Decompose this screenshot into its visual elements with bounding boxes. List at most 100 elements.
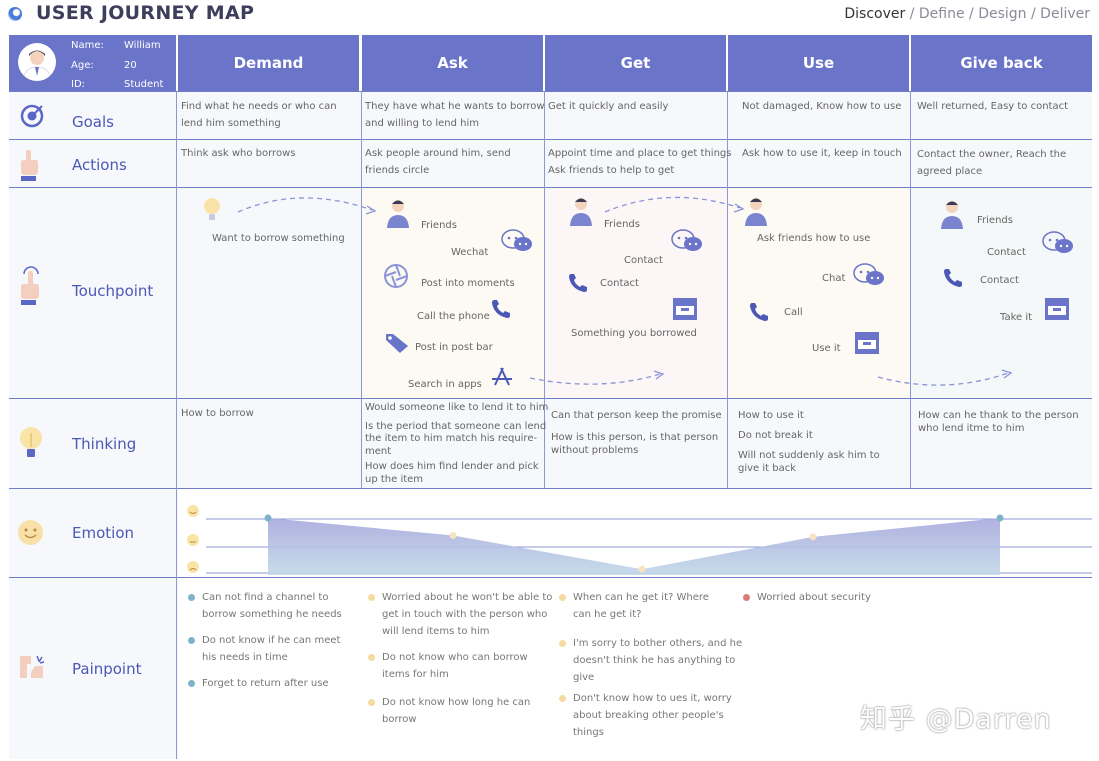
- stage-demand[interactable]: Demand: [178, 35, 359, 91]
- phone-icon: [944, 269, 962, 287]
- emotion-point: [264, 514, 272, 522]
- profile-id: Student: [124, 79, 164, 90]
- thinking-text: How does him find lender and pick: [365, 461, 539, 472]
- thinking-text: give it back: [738, 463, 797, 474]
- emotion-point: [449, 532, 457, 539]
- action-giveback: Contact the owner, Reach the agreed plac…: [917, 146, 1066, 180]
- phase-deliver[interactable]: Deliver: [1040, 6, 1090, 22]
- thinking-text: without problems: [551, 445, 639, 456]
- wechat-icon: [853, 263, 884, 285]
- painpoint-col-use: Worried about security: [743, 589, 913, 606]
- divider: [9, 187, 1092, 188]
- touchpoint-label: Take it: [1000, 312, 1033, 323]
- action-text: Ask friends to help to get: [548, 165, 675, 176]
- painpoint-item: Forget to return after use: [188, 675, 358, 692]
- painpoint-item: Do not know who can borrow items for him: [368, 649, 553, 683]
- touchpoint-label: Use it: [812, 343, 841, 354]
- phone-icon: [750, 303, 768, 321]
- emotion-curve: [187, 505, 1092, 575]
- painpoint-text: things: [573, 727, 604, 738]
- lightbulb-icon: [20, 427, 42, 457]
- goal-get: Get it quickly and easily: [548, 98, 668, 115]
- row-label-goals: Goals: [72, 113, 114, 131]
- painpoint-text: Forget to return after use: [202, 678, 329, 689]
- row-label-actions: Actions: [72, 156, 127, 174]
- painpoint-bg: [178, 578, 1092, 759]
- thinking-text: up the item: [365, 473, 424, 485]
- thinking-use: How to use it Do not break it Will not s…: [738, 409, 880, 475]
- stage-giveback[interactable]: Give back: [911, 35, 1092, 91]
- stage-get[interactable]: Get: [545, 35, 726, 91]
- action-demand: Think ask who borrows: [181, 145, 295, 162]
- action-text: Ask how to use it, keep in touch: [742, 148, 902, 159]
- touchpoint-label: Want to borrow something: [212, 233, 345, 244]
- painpoint-text: can he get it?: [573, 609, 642, 620]
- bullet-dot: [743, 594, 750, 601]
- painpoint-text: Worried about he won't be able to: [382, 592, 553, 603]
- bullet-dot: [559, 695, 566, 702]
- thinking-text: How to borrow: [181, 408, 254, 419]
- goal-text: Well returned, Easy to contact: [917, 101, 1069, 112]
- stage-ask[interactable]: Ask: [362, 35, 543, 91]
- bullet-dot: [368, 654, 375, 661]
- goal-giveback: Well returned, Easy to contact: [917, 98, 1068, 115]
- row-label-thinking: Thinking: [72, 435, 137, 453]
- action-text: Appoint time and place to get things: [548, 148, 732, 159]
- emotion-level-neutral-icon: [187, 534, 199, 546]
- thinking-text: who lend itme to him: [918, 423, 1025, 434]
- thinking-text: Will not suddenly ask him to: [738, 450, 880, 461]
- painpoint-text: borrow something he needs: [202, 609, 342, 620]
- hand-pointer-icon: [21, 150, 38, 181]
- bullet-dot: [368, 594, 375, 601]
- phone-icon: [492, 300, 510, 318]
- thinking-get: Can that person keep the promise How is …: [551, 409, 722, 457]
- painpoint-text: his needs in time: [202, 652, 288, 663]
- touchpoint-label: Call: [784, 307, 803, 318]
- painpoint-text: get in touch with the person who: [382, 609, 548, 620]
- spacer: [188, 623, 358, 632]
- painpoint-item: Don't know how to ues it, worry about br…: [559, 690, 744, 741]
- action-use: Ask how to use it, keep in touch: [742, 145, 902, 162]
- thinking-text: the item to him match his require-: [365, 433, 538, 444]
- goal-ask: They have what he wants to borrow and wi…: [365, 98, 545, 132]
- row-label-painpoint: Painpoint: [72, 660, 142, 678]
- painpoint-col-get: When can he get it? Where can he get it?…: [559, 589, 744, 741]
- phone-icon: [569, 274, 587, 292]
- divider: [176, 91, 177, 759]
- painpoint-item: Worried about security: [743, 589, 913, 606]
- thinking-demand: How to borrow: [181, 406, 254, 422]
- divider: [9, 398, 1092, 399]
- goal-text: They have what he wants to borrow: [365, 101, 545, 112]
- touchpoint-label: Post in post bar: [415, 342, 493, 353]
- person-icon: [387, 200, 409, 228]
- painpoint-text: items for him: [382, 669, 449, 680]
- action-text: Think ask who borrows: [181, 148, 296, 159]
- phase-define[interactable]: Define: [918, 6, 965, 22]
- touchpoint-label: Contact: [980, 275, 1019, 286]
- goal-text: Not damaged, Know how to use: [742, 101, 902, 112]
- wechat-icon: [671, 229, 702, 251]
- spacer: [368, 640, 553, 649]
- phase-design[interactable]: Design: [978, 6, 1027, 22]
- spacer: [559, 623, 744, 635]
- emotion-level-happy-icon: [187, 505, 199, 517]
- spacer: [738, 422, 880, 429]
- painpoint-text: Do not know if he can meet: [202, 635, 341, 646]
- spacer: [188, 666, 358, 675]
- phase-discover[interactable]: Discover: [844, 6, 906, 22]
- box-icon: [1045, 298, 1069, 320]
- bullet-dot: [559, 640, 566, 647]
- touchpoint-label: Chat: [822, 273, 846, 284]
- box-icon: [673, 298, 697, 320]
- broken-icon: [20, 655, 45, 678]
- divider: [361, 91, 362, 488]
- bullet-dot: [188, 680, 195, 687]
- touchpoint-label: Search in apps: [408, 379, 482, 390]
- action-text: friends circle: [365, 165, 430, 176]
- lightbulb-icon: [204, 198, 220, 220]
- painpoint-text: give: [573, 672, 595, 683]
- thinking-text: Would someone like to lend it to him: [365, 402, 549, 413]
- profile-age-label: Age:: [71, 60, 94, 71]
- stage-use[interactable]: Use: [728, 35, 909, 91]
